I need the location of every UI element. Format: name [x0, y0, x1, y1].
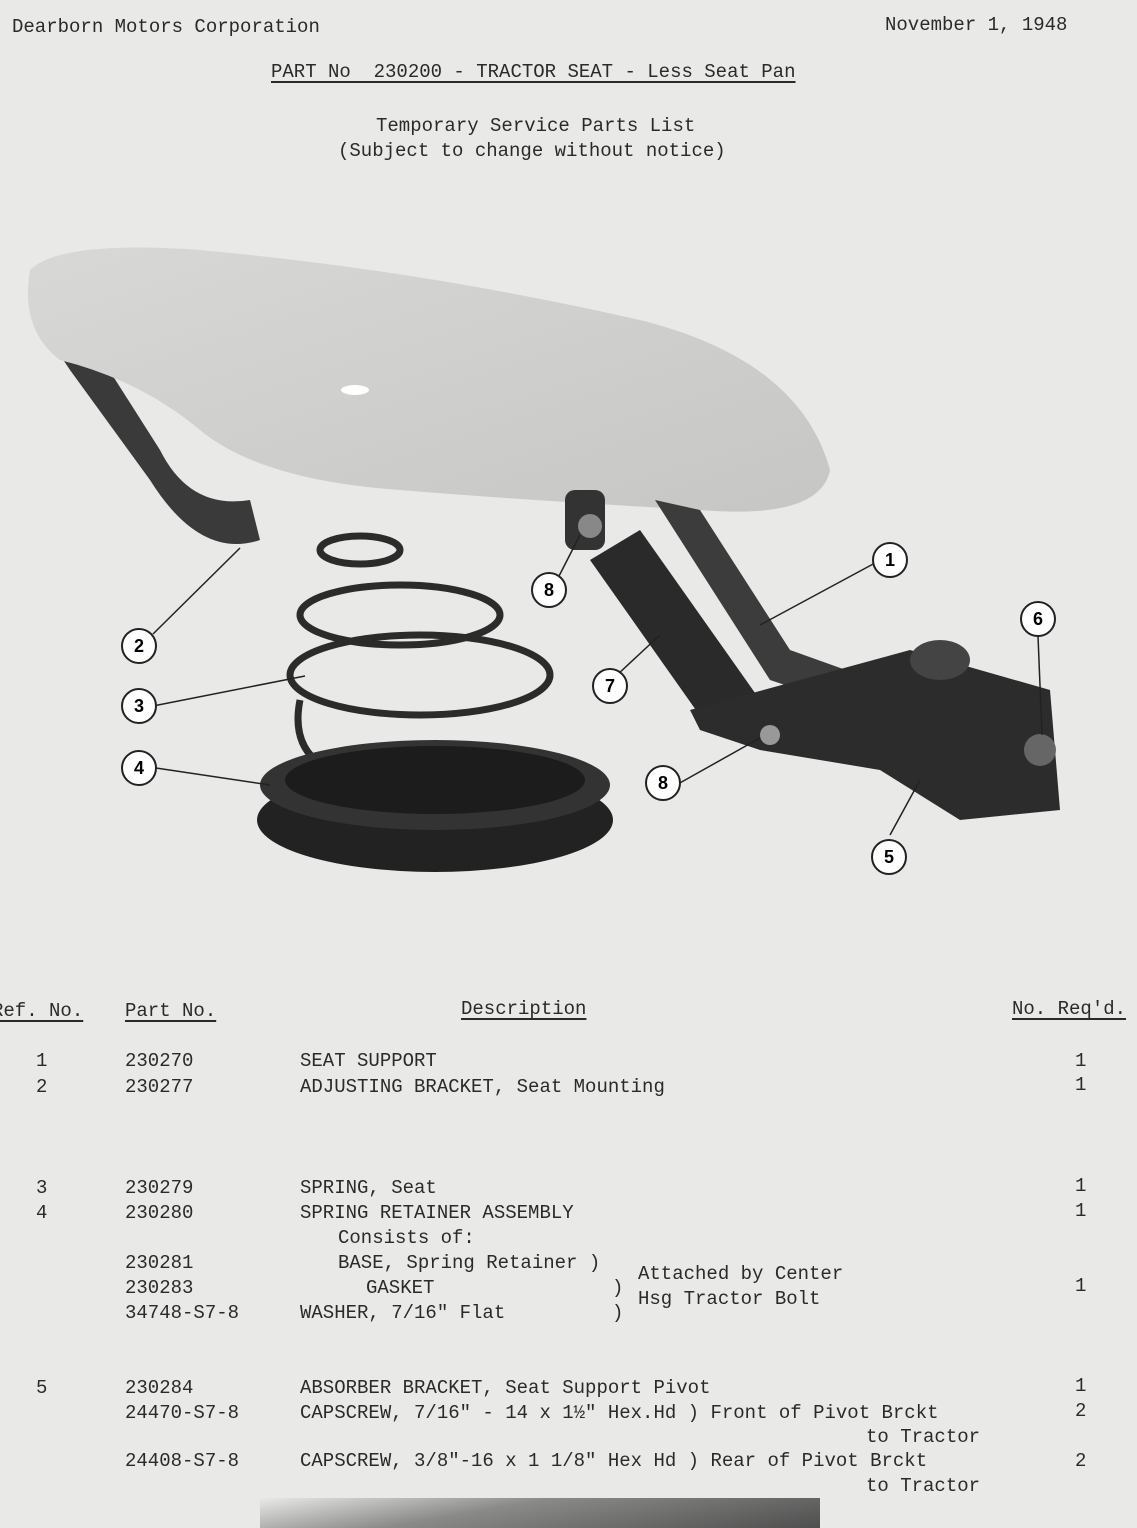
scan-shadow: [260, 1498, 820, 1528]
part-no: 34748-S7-8: [125, 1302, 240, 1324]
seat-support-bracket: [50, 340, 260, 544]
callout-8-upper: 8: [531, 572, 567, 608]
tractor-seat-illustration: 1 2 3 4 5 6 7 8 8: [28, 247, 1060, 875]
absorber-bracket: [690, 650, 1060, 820]
seat-pan: [28, 247, 830, 512]
subtitle: Temporary Service Parts List: [376, 115, 696, 137]
qty: 1: [1075, 1375, 1087, 1397]
company-name: Dearborn Motors Corporation: [12, 16, 320, 38]
svg-text:4: 4: [134, 758, 144, 778]
svg-text:5: 5: [884, 847, 894, 867]
callout-1: 1: [872, 542, 908, 578]
description: CAPSCREW, 7/16" - 14 x 1½" Hex.Hd ) Fron…: [300, 1402, 939, 1424]
part-no: 230281: [125, 1252, 194, 1274]
part-no: 230283: [125, 1277, 194, 1299]
description: ABSORBER BRACKET, Seat Support Pivot: [300, 1377, 711, 1399]
part-no: 24470-S7-8: [125, 1402, 240, 1424]
group-note: Attached by Center: [638, 1263, 844, 1285]
callout-5: 5: [871, 839, 907, 875]
description: ADJUSTING BRACKET, Seat Mounting: [300, 1076, 665, 1098]
shock-absorber: [565, 490, 760, 730]
svg-text:8: 8: [544, 580, 554, 600]
part-no: 230284: [125, 1377, 194, 1399]
svg-text:7: 7: [605, 676, 615, 696]
description: WASHER, 7/16" Flat: [300, 1302, 506, 1324]
seat-support-rod: [655, 500, 930, 730]
ref-no: 4: [36, 1202, 48, 1224]
part-no: 24408-S7-8: [125, 1450, 240, 1472]
part-no: 230277: [125, 1076, 194, 1098]
header-qty: No. Req'd.: [1012, 998, 1127, 1020]
svg-text:3: 3: [134, 696, 144, 716]
description-cont: to Tractor: [866, 1426, 981, 1448]
svg-text:1: 1: [885, 550, 895, 570]
qty: 1: [1075, 1175, 1087, 1197]
callout-8-lower: 8: [645, 765, 681, 801]
subtitle-note: (Subject to change without notice): [338, 140, 726, 162]
qty: 1: [1075, 1275, 1087, 1297]
callout-3: 3: [121, 688, 157, 724]
qty: 2: [1075, 1450, 1087, 1472]
ref-no: 2: [36, 1076, 48, 1098]
header-description: Description: [461, 998, 587, 1020]
description: CAPSCREW, 3/8"-16 x 1 1/8" Hex Hd ) Rear…: [300, 1450, 928, 1472]
ref-no: 1: [36, 1050, 48, 1072]
description: BASE, Spring Retainer ): [338, 1252, 601, 1274]
callout-7: 7: [592, 668, 628, 704]
document-title: PART No 230200 - TRACTOR SEAT - Less Sea…: [271, 61, 796, 83]
part-no: 230280: [125, 1202, 194, 1224]
consists-of-label: Consists of:: [338, 1227, 475, 1249]
svg-text:2: 2: [134, 636, 144, 656]
header-ref-no: Ref. No.: [0, 1000, 84, 1022]
header-part-no: Part No.: [125, 1000, 217, 1022]
seat-spring: [286, 532, 554, 774]
callout-4: 4: [121, 750, 157, 786]
qty: 1: [1075, 1200, 1087, 1222]
description: SPRING RETAINER ASSEMBLY: [300, 1202, 574, 1224]
spring-retainer-base: [257, 740, 613, 872]
document-date: November 1, 1948: [885, 14, 1068, 36]
part-no: 230270: [125, 1050, 194, 1072]
qty: 2: [1075, 1400, 1087, 1422]
svg-text:6: 6: [1033, 609, 1043, 629]
ref-no: 5: [36, 1377, 48, 1399]
callout-2: 2: [121, 628, 157, 664]
qty: 1: [1075, 1074, 1087, 1096]
group-note: Hsg Tractor Bolt: [638, 1288, 821, 1310]
part-no: 230279: [125, 1177, 194, 1199]
description-cont: to Tractor: [866, 1475, 981, 1497]
svg-text:8: 8: [658, 773, 668, 793]
description: GASKET: [366, 1277, 435, 1299]
bracket: ): [612, 1277, 624, 1299]
callout-6: 6: [1020, 601, 1056, 637]
ref-no: 3: [36, 1177, 48, 1199]
description: SEAT SUPPORT: [300, 1050, 437, 1072]
qty: 1: [1075, 1050, 1087, 1072]
description: SPRING, Seat: [300, 1177, 437, 1199]
bracket: ): [612, 1302, 624, 1324]
